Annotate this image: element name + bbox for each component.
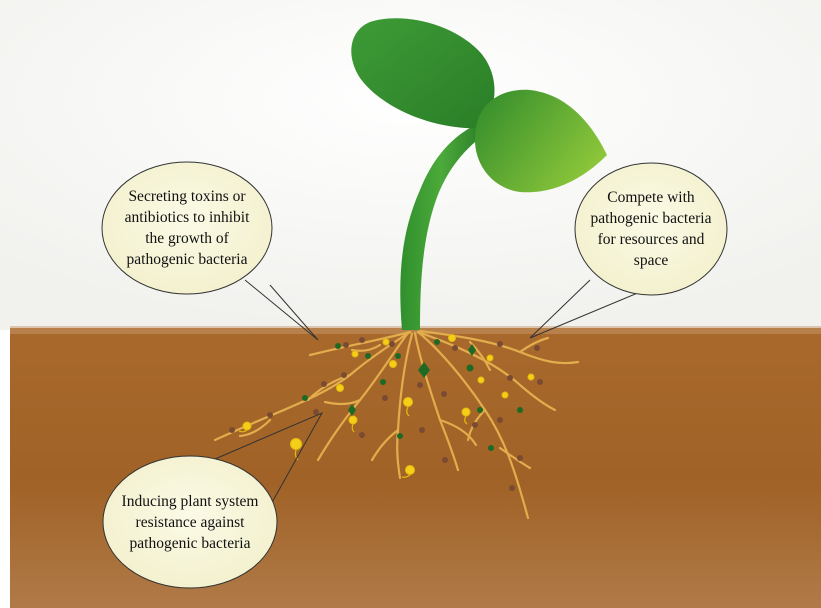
callout-text-toxins: Secreting toxins or antibiotics to inhib… bbox=[102, 162, 272, 294]
callout-text-compete: Compete with pathogenic bacteria for res… bbox=[575, 163, 727, 295]
callout-text-resistance: Inducing plant system resistance against… bbox=[103, 456, 277, 588]
